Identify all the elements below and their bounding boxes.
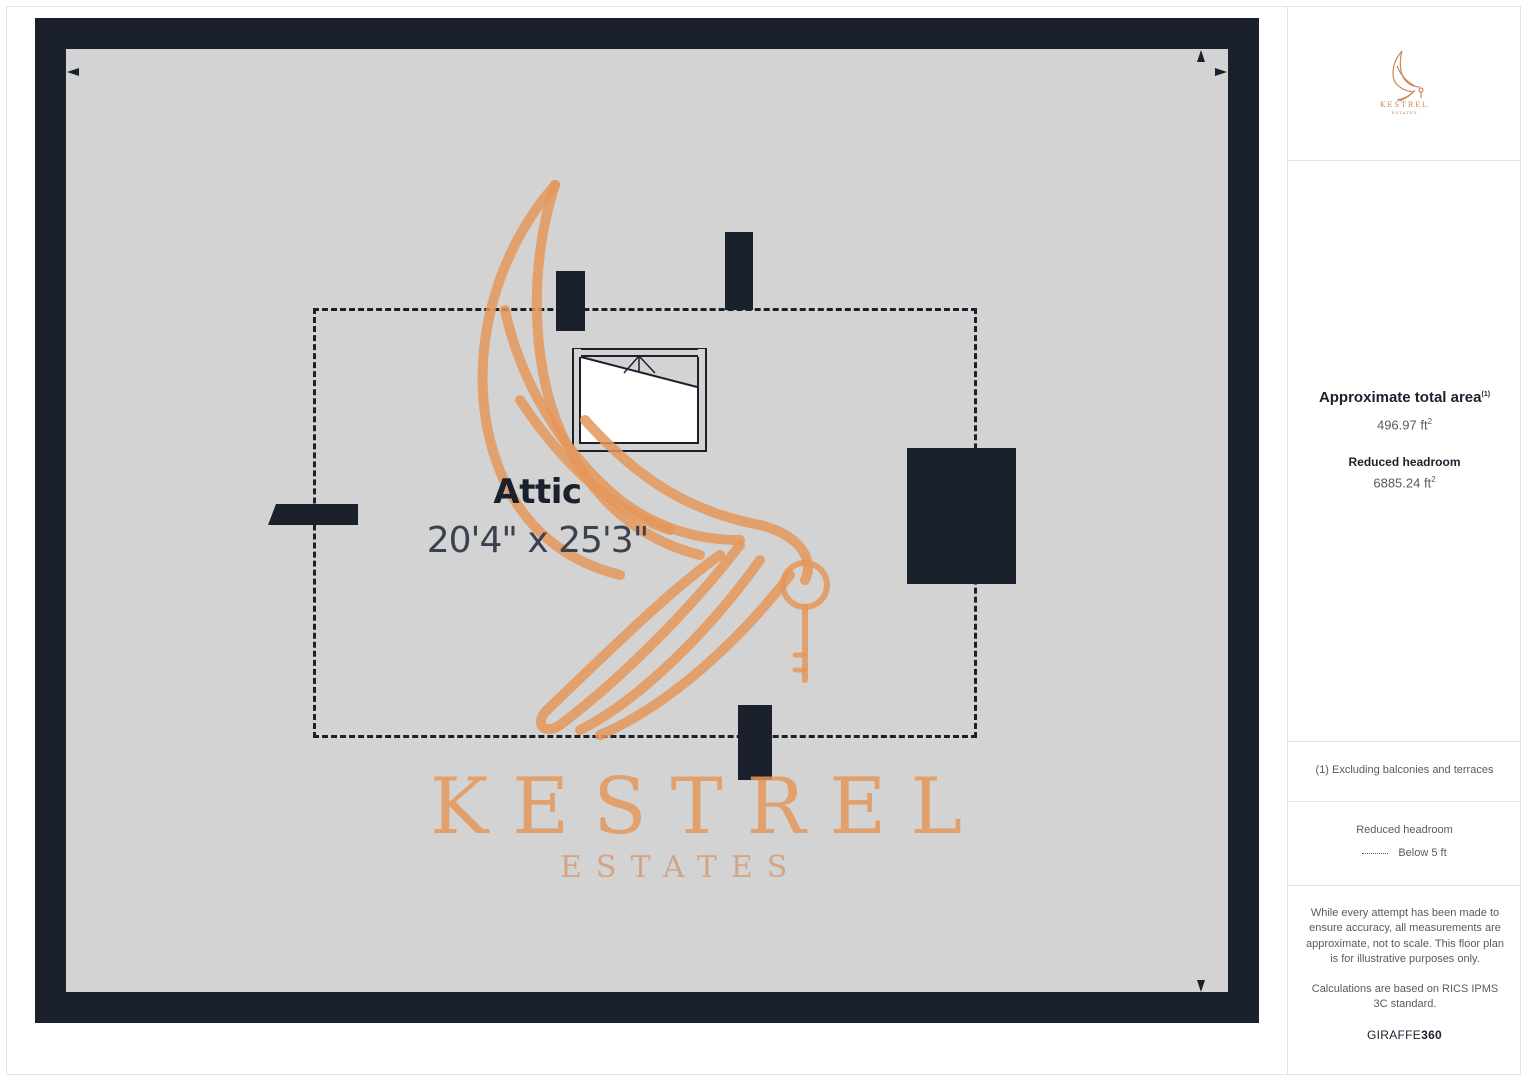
chimney-block (556, 271, 585, 331)
reduced-headroom-value: 6885.24 ft2 (1288, 475, 1521, 490)
calculation-note: Calculations are based on RICS IPMS 3C s… (1311, 983, 1499, 1011)
arrow-left-icon (67, 68, 79, 76)
legend-section: Reduced headroom Below 5 ft (1288, 802, 1521, 886)
floor-plan-svg (268, 180, 830, 740)
legend-title: Reduced headroom (1356, 824, 1453, 836)
logo-subtitle: ESTATES (1391, 110, 1418, 115)
total-area-value: 496.97 ft2 (1288, 417, 1521, 432)
chimney-block (725, 232, 753, 310)
disclaimer-section: While every attempt has been made to ens… (1288, 886, 1521, 1075)
area-section: Approximate total area(1) 496.97 ft2 Red… (1288, 161, 1521, 742)
structural-block (738, 705, 772, 780)
legend-item: Below 5 ft (1288, 847, 1521, 859)
watermark-subtitle: ESTATES (560, 850, 802, 885)
giraffe360-brand: GIRAFFE360 (1288, 1028, 1521, 1042)
total-area-label: Approximate total area(1) (1288, 389, 1521, 406)
brand-prefix: GIRAFFE (1366, 1028, 1422, 1042)
logo-title: KESTREL (1380, 101, 1429, 109)
room-name: Attic (493, 472, 582, 512)
kestrel-logo-icon (1392, 50, 1424, 101)
room-dimensions: 20'4" x 25'3" (426, 520, 650, 561)
floor-plan: Attic 20'4" x 25'3" KESTREL ESTATES (35, 18, 1259, 1023)
dotted-line-icon (1362, 852, 1389, 854)
stair-block (268, 504, 358, 525)
brand-suffix: 360 (1421, 1028, 1443, 1042)
arrow-right-icon (1215, 68, 1227, 76)
legend-item-label: Below 5 ft (1398, 847, 1447, 859)
arrow-down-icon (1197, 980, 1205, 992)
disclaimer-text: While every attempt has been made to ens… (1306, 907, 1504, 965)
footnote-section: (1) Excluding balconies and terraces (1288, 742, 1521, 802)
unit-superscript: 2 (1427, 417, 1433, 426)
total-area-number: 496.97 ft (1376, 417, 1428, 433)
arrow-up-icon (1197, 50, 1205, 62)
reduced-headroom-label: Reduced headroom (1348, 455, 1461, 469)
unit-superscript: 2 (1431, 475, 1436, 484)
skylight-icon (572, 348, 707, 452)
logo-section: KESTREL ESTATES (1288, 6, 1521, 161)
footnote-marker: (1) (1481, 391, 1491, 398)
info-sidebar: KESTREL ESTATES Approximate total area(1… (1287, 6, 1521, 1075)
page-border (6, 6, 1521, 1075)
watermark-title: KESTREL (430, 762, 987, 852)
total-area-title: Approximate total area (1318, 389, 1482, 406)
footnote-text: (1) Excluding balconies and terraces (1315, 764, 1494, 776)
structural-block (907, 448, 1016, 584)
reduced-headroom-number: 6885.24 ft (1373, 475, 1432, 491)
kestrel-bird-watermark-icon (477, 180, 830, 740)
